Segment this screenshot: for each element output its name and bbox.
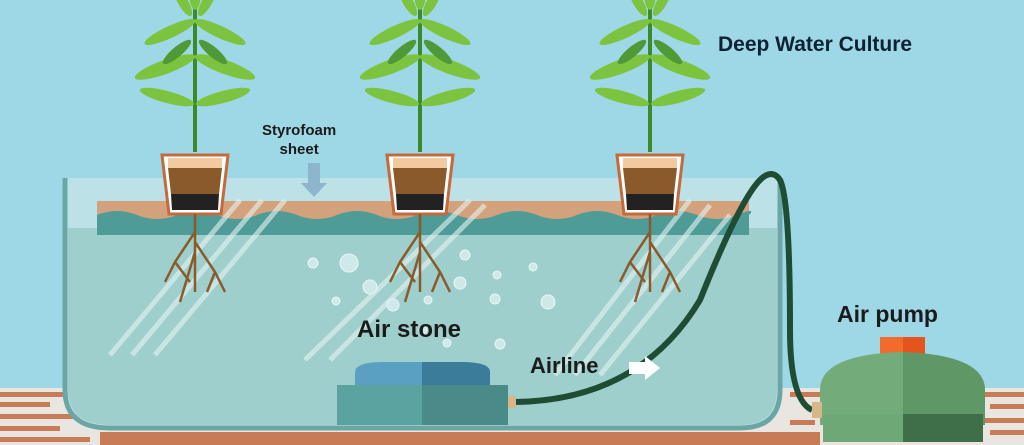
air-stone (337, 362, 516, 425)
air-stone-label: Air stone (357, 316, 462, 343)
air-bubbles (307, 249, 556, 350)
right-arrow-icon (629, 356, 660, 380)
glass-glare (108, 198, 732, 377)
diagram-title: Deep Water Culture (718, 33, 913, 56)
styrofoam-label-line1: Styrofoam (262, 122, 337, 139)
down-arrow-icon (301, 163, 327, 197)
air-pump-label: Air pump (837, 301, 938, 327)
air-pump (812, 337, 985, 442)
airline-tube (515, 171, 814, 413)
airline-label: Airline (530, 353, 599, 378)
styrofoam-label-line2: sheet (279, 141, 319, 158)
styrofoam-label: Styrofoam sheet (262, 121, 336, 159)
